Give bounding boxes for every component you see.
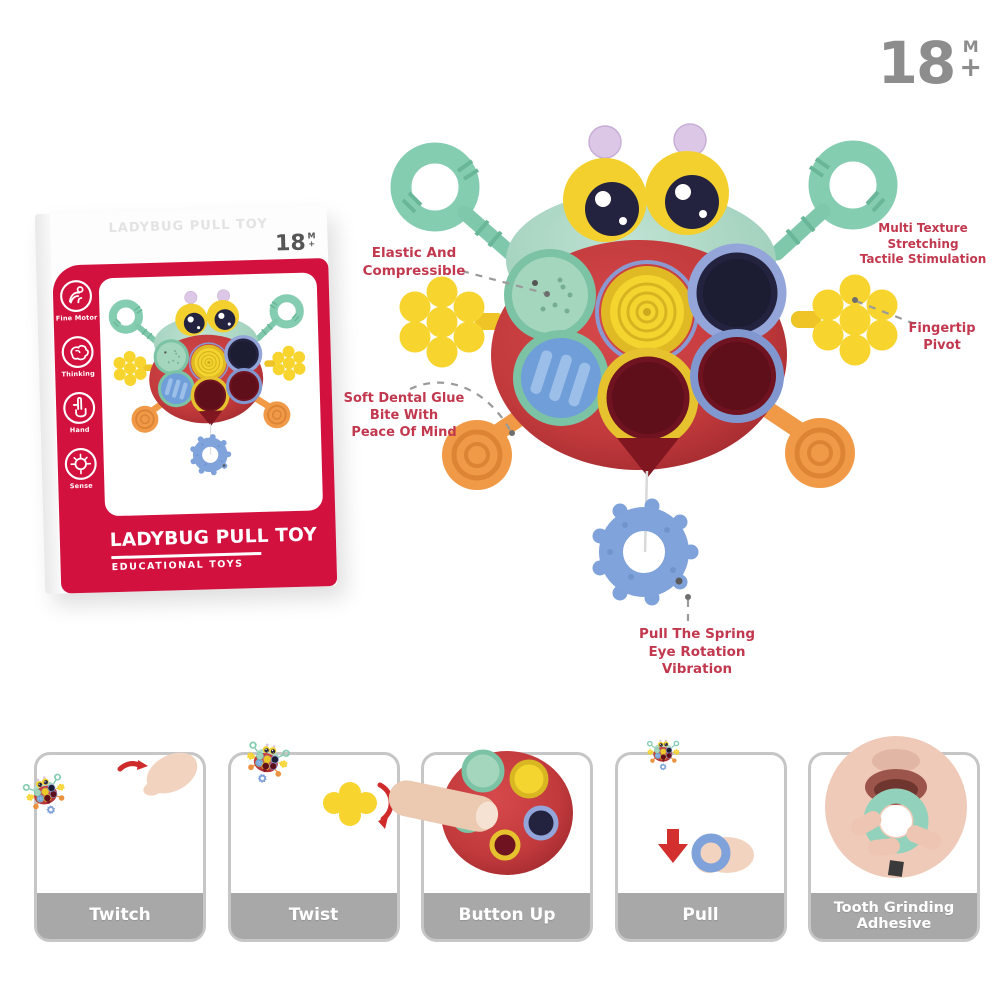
age-badge-month-letter: M [962,37,979,56]
box-ladybug-photo [106,283,316,505]
feature-label-bar: Twitch [37,893,203,939]
finger-photo [388,780,499,832]
tooth-grinding-photo [825,736,967,878]
product-box: LADYBUG PULL TOY 18 M + Fine Motor [34,205,338,595]
sidebar-item-thinking: Thinking [54,334,101,378]
feature-cards-row: Twitch Twist [34,736,980,942]
fine-motor-icon [60,280,92,312]
sense-icon [64,448,97,480]
callout-pull-the-spring: Pull The Spring Eye Rotation Vibration [638,626,756,678]
twitch-photo [34,752,198,903]
pull-photo [615,733,754,873]
age-badge-plus: + [959,51,982,83]
age-badge-number: 18 [877,29,957,97]
feature-label-bar: Tooth Grinding Adhesive [811,893,977,939]
feature-card-twitch: Twitch [34,752,206,942]
box-front-panel: Fine Motor Thinking Hand [52,257,338,594]
callout-fingertip-pivot: Fingertip Pivot [908,321,976,353]
box-sidebar: Fine Motor Thinking Hand [53,278,105,503]
box-photo-window [98,272,324,517]
twist-photo [228,733,394,829]
box-title: LADYBUG PULL TOY [109,524,318,552]
age-badge: 18 M + [878,34,982,92]
callout-soft-dental-glue: Soft Dental Glue Bite With Peace Of Mind [343,391,465,440]
box-age-label: 18 M + [274,230,316,257]
feature-label-bar: Twist [230,893,397,939]
callout-elastic-compressible: Elastic And Compressible [362,245,466,279]
feature-label-bar: Pull [617,893,784,939]
fingers-photo [851,811,942,856]
thinking-icon [61,336,94,368]
feature-card-tooth-grinding: Tooth Grinding Adhesive [808,736,980,942]
hand-photo [143,752,198,796]
sidebar-item-hand: Hand [56,390,103,434]
sidebar-item-sense: Sense [57,446,104,490]
feature-card-twist: Twist [227,752,400,942]
feature-card-pull: Pull [614,752,787,942]
button-up-photo [388,749,573,875]
feature-label-bar: Button Up [424,893,590,939]
box-subtitle: EDUCATIONAL TOYS [111,558,244,574]
sidebar-item-fine-motor: Fine Motor [53,278,100,323]
honeycomb-photo [322,782,377,826]
feature-card-button-up: Button Up [388,749,593,942]
hand-icon [63,392,96,424]
callout-multi-texture: Multi Texture Stretching Tactile Stimula… [859,221,987,267]
